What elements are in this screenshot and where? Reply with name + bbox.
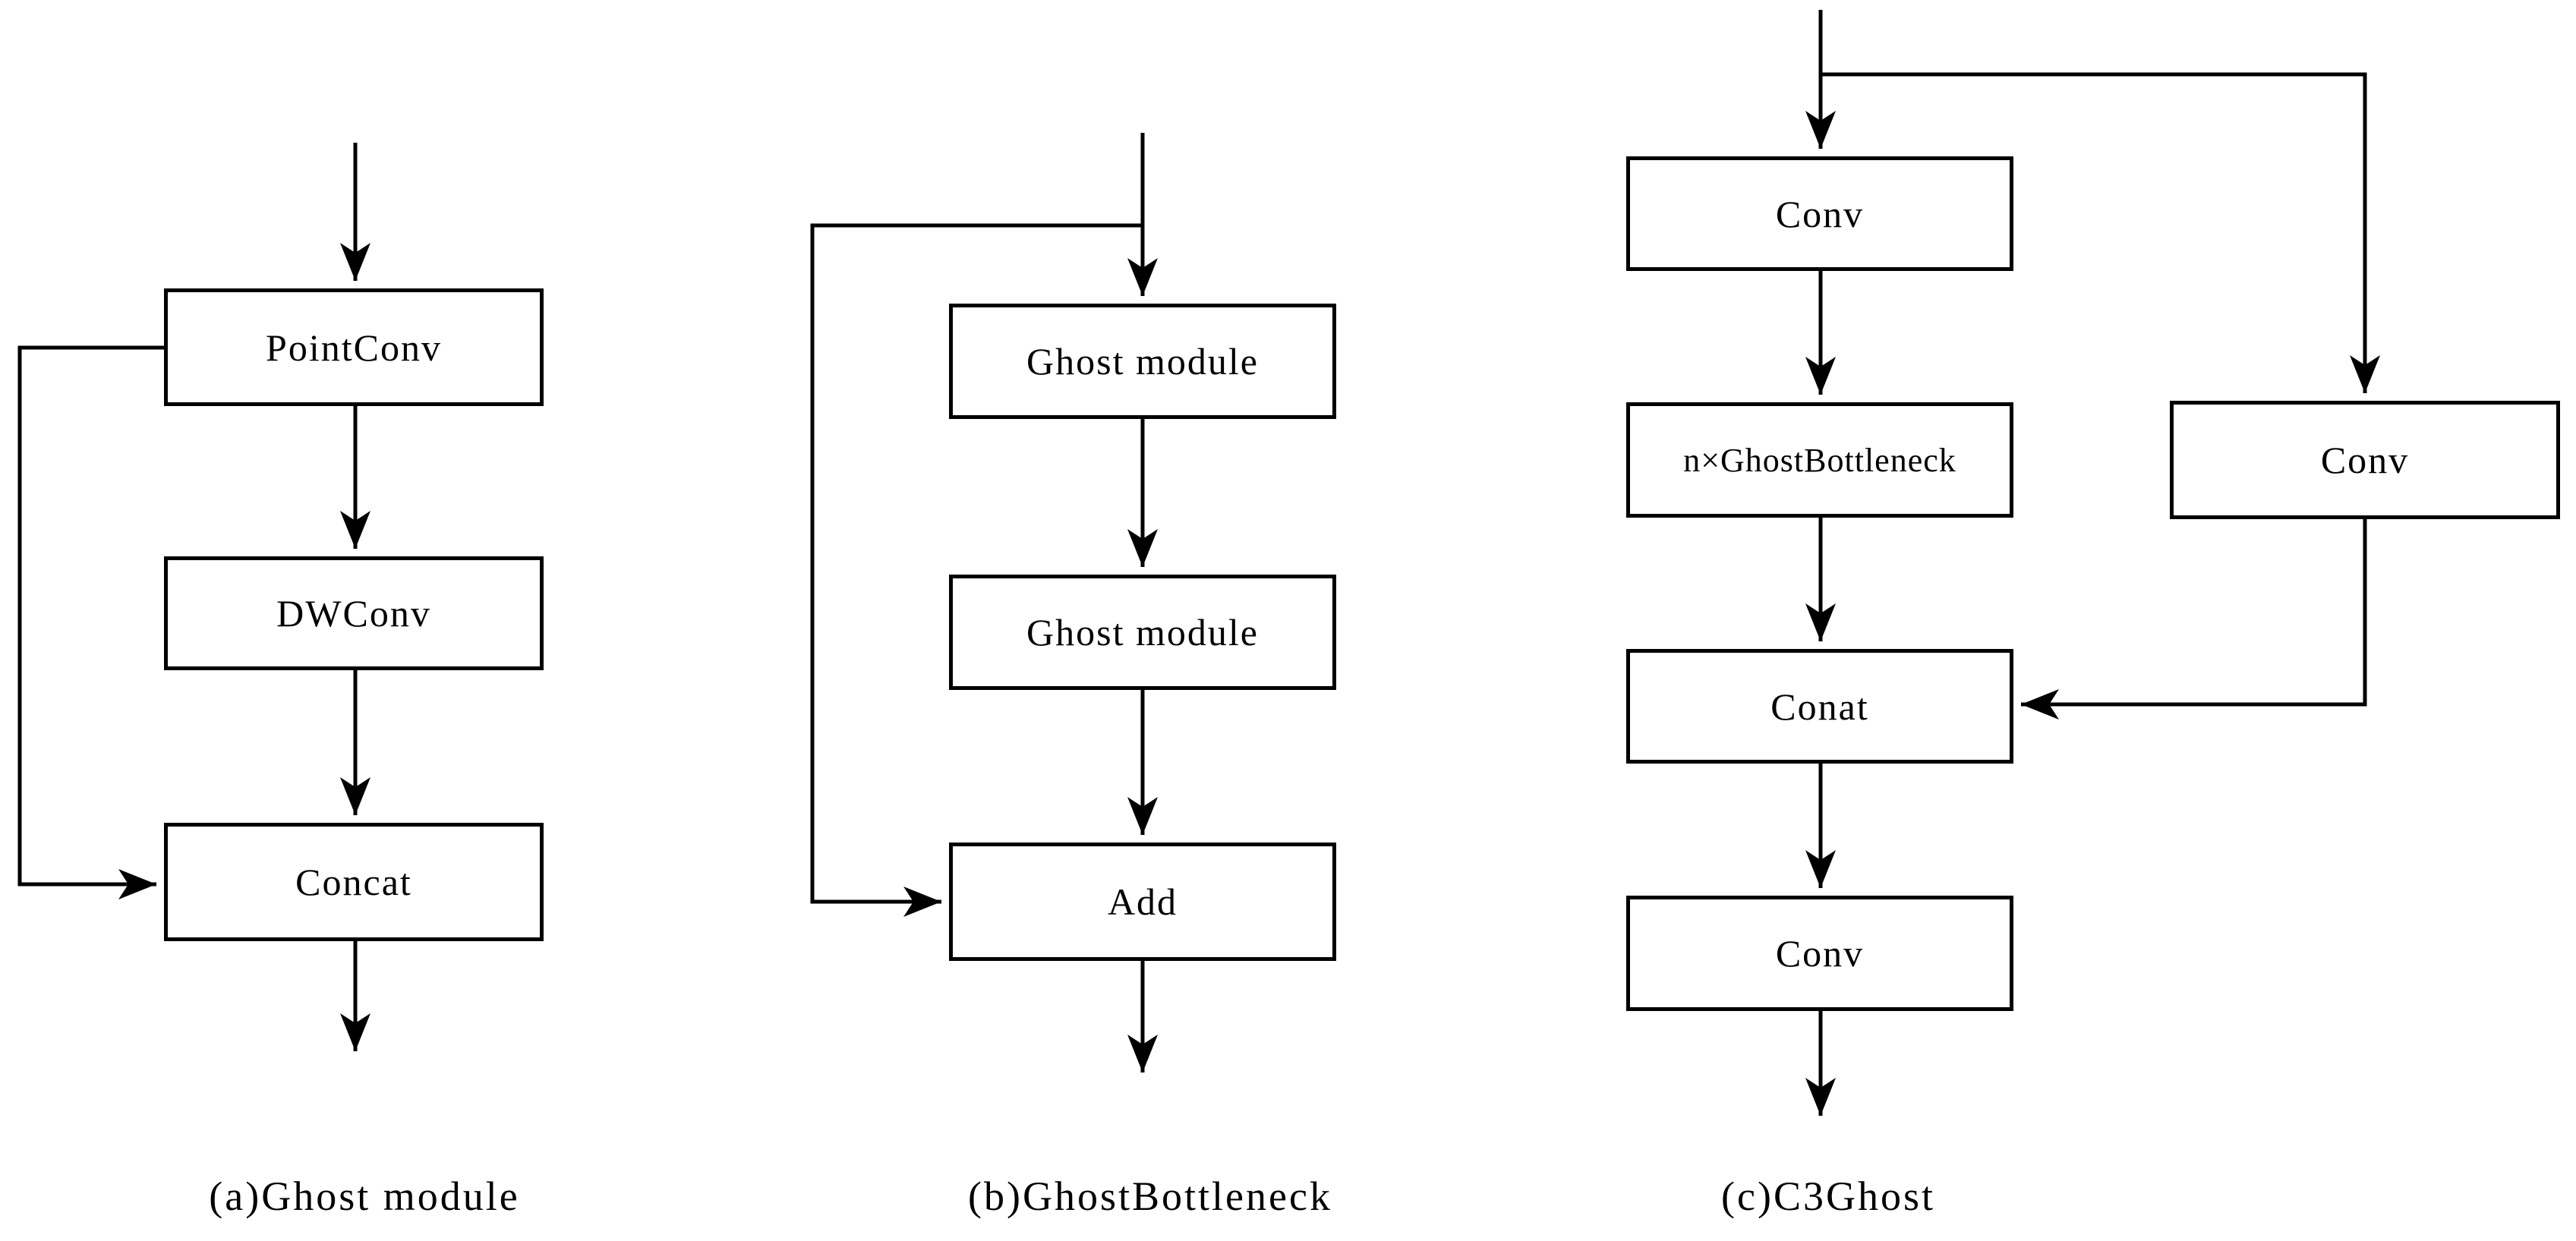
branch-to-right-conv bbox=[1821, 72, 2380, 393]
node-conv-bottom: Conv bbox=[1626, 896, 2013, 1011]
caption-c3ghost: (c)C3Ghost bbox=[1721, 1173, 1935, 1219]
caption-ghostbottleneck: (b)GhostBottleneck bbox=[968, 1173, 1332, 1219]
node-n-ghostbottleneck: n×GhostBottleneck bbox=[1626, 402, 2013, 518]
node-add: Add bbox=[949, 843, 1336, 961]
node-conat: Conat bbox=[1626, 649, 2013, 764]
node-dwconv: DWConv bbox=[164, 556, 544, 670]
node-ghost-module-1: Ghost module bbox=[949, 304, 1336, 419]
caption-ghost-module: (a)Ghost module bbox=[209, 1173, 520, 1219]
node-conv-right: Conv bbox=[2170, 401, 2560, 519]
skip-connection-a bbox=[17, 345, 164, 899]
node-concat: Concat bbox=[164, 823, 544, 941]
skip-connection-b bbox=[810, 223, 1143, 917]
node-pointconv: PointConv bbox=[164, 288, 544, 406]
node-ghost-module-2: Ghost module bbox=[949, 575, 1336, 690]
node-conv-top: Conv bbox=[1626, 156, 2013, 271]
right-conv-to-conat bbox=[2021, 519, 2367, 720]
